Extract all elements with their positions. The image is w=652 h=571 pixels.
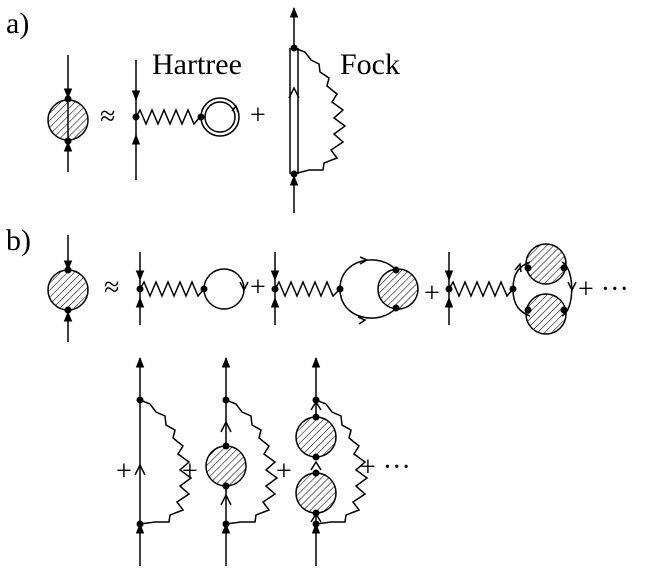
bubble-arc-lower bbox=[339, 288, 397, 319]
dressed-propagator-blob-icon bbox=[525, 293, 567, 335]
vertex-dot-icon bbox=[560, 306, 568, 314]
dressed-propagator-blob-icon bbox=[205, 445, 247, 487]
arrow-head-icon bbox=[220, 420, 232, 433]
wavy-interaction-line-icon bbox=[274, 280, 341, 298]
arrow-head-icon bbox=[220, 493, 232, 506]
approx-sign: ≈ bbox=[100, 101, 115, 132]
arrow-head-icon bbox=[239, 281, 249, 292]
approx-sign: ≈ bbox=[104, 272, 119, 303]
vertex-dot-icon bbox=[64, 306, 72, 314]
dressed-propagator-blob-icon bbox=[377, 268, 419, 310]
vertex-dot-icon bbox=[132, 113, 140, 121]
exchange-term-2 bbox=[205, 356, 279, 566]
bubble-term-3 bbox=[444, 243, 577, 335]
vertex-dot-icon bbox=[222, 442, 230, 450]
arrow-head-icon bbox=[231, 104, 239, 113]
vertex-dot-icon bbox=[64, 95, 72, 103]
arrow-head-icon bbox=[310, 460, 322, 471]
plus-sign: + bbox=[250, 272, 266, 303]
plus-sign: + bbox=[424, 278, 440, 309]
wavy-interaction-line-icon bbox=[293, 47, 347, 175]
vertex-dot-icon bbox=[312, 413, 320, 421]
wavy-interaction-line-icon bbox=[448, 280, 514, 298]
vertex-dot-icon bbox=[560, 264, 568, 272]
bubble-term-2 bbox=[270, 252, 419, 325]
vertex-dot-icon bbox=[312, 509, 320, 517]
panel-a-label: a) bbox=[6, 7, 29, 40]
vertex-dot-icon bbox=[392, 304, 400, 312]
dressed-propagator-blob-icon bbox=[47, 269, 89, 311]
vertex-dot-icon bbox=[290, 44, 298, 52]
vertex-dot-icon bbox=[222, 482, 230, 490]
vertex-dot-icon bbox=[64, 137, 72, 145]
dressed-propagator-blob-icon bbox=[295, 416, 337, 458]
arrow-head-icon bbox=[357, 316, 367, 325]
wavy-interaction-line-icon bbox=[139, 399, 193, 525]
vertex-dot-icon bbox=[200, 285, 208, 293]
ellipsis-term: + ··· bbox=[360, 452, 411, 483]
vertex-dot-icon bbox=[392, 266, 400, 274]
vertex-dot-icon bbox=[222, 396, 230, 404]
hartree-loop-inner bbox=[204, 101, 236, 133]
exchange-term-1 bbox=[134, 356, 193, 566]
vertex-dot-icon bbox=[312, 469, 320, 477]
vertex-dot-icon bbox=[136, 285, 144, 293]
panel-b-label: b) bbox=[6, 224, 31, 257]
panel-b-lhs-propagator bbox=[47, 235, 89, 342]
wavy-interaction-line-icon bbox=[135, 108, 201, 126]
panel-a-lhs-propagator bbox=[47, 55, 89, 172]
vertex-dot-icon bbox=[290, 170, 298, 178]
vertex-dot-icon bbox=[524, 306, 532, 314]
vertex-dot-icon bbox=[445, 285, 453, 293]
plus-sign: + bbox=[182, 456, 198, 487]
bubble-arc-upper bbox=[339, 259, 397, 290]
dressed-propagator-blob-icon bbox=[47, 99, 89, 141]
dressed-propagator-blob-icon bbox=[525, 243, 567, 285]
plus-sign: + bbox=[250, 100, 266, 131]
vertex-dot-icon bbox=[136, 520, 144, 528]
exchange-term-3 bbox=[295, 356, 369, 566]
fock-label: Fock bbox=[340, 48, 400, 81]
arrow-head-icon bbox=[514, 262, 522, 273]
hartree-label: Hartree bbox=[152, 48, 242, 81]
arrow-head-icon bbox=[134, 463, 146, 476]
vertex-dot-icon bbox=[136, 396, 144, 404]
arrow-head-icon bbox=[359, 256, 369, 265]
plus-sign: + bbox=[276, 456, 292, 487]
arrow-head-icon bbox=[567, 281, 577, 292]
vertex-dot-icon bbox=[336, 285, 344, 293]
hartree-loop-outer bbox=[200, 97, 240, 137]
arrow-head-icon bbox=[288, 86, 300, 99]
hartree-diagram bbox=[131, 60, 240, 180]
panel-a: a) ≈ Hartree + bbox=[6, 6, 400, 213]
vertex-dot-icon bbox=[197, 113, 205, 121]
wavy-interaction-line-icon bbox=[139, 280, 205, 298]
vertex-dot-icon bbox=[312, 396, 320, 404]
bubble-term-1 bbox=[135, 252, 249, 325]
vertex-dot-icon bbox=[64, 266, 72, 274]
vertex-dot-icon bbox=[271, 285, 279, 293]
panel-b: b) ≈ + bbox=[6, 224, 629, 566]
vertex-dot-icon bbox=[312, 520, 320, 528]
wavy-interaction-line-icon bbox=[315, 399, 369, 525]
vertex-dot-icon bbox=[222, 520, 230, 528]
particle-hole-bubble-icon bbox=[203, 268, 245, 310]
plus-sign: + bbox=[116, 456, 132, 487]
wavy-interaction-line-icon bbox=[225, 399, 279, 525]
fock-diagram bbox=[288, 6, 347, 213]
vertex-dot-icon bbox=[524, 264, 532, 272]
vertex-dot-icon bbox=[312, 453, 320, 461]
ellipsis-term: + ··· bbox=[578, 274, 629, 305]
vertex-dot-icon bbox=[509, 285, 517, 293]
dressed-propagator-blob-icon bbox=[295, 472, 337, 514]
